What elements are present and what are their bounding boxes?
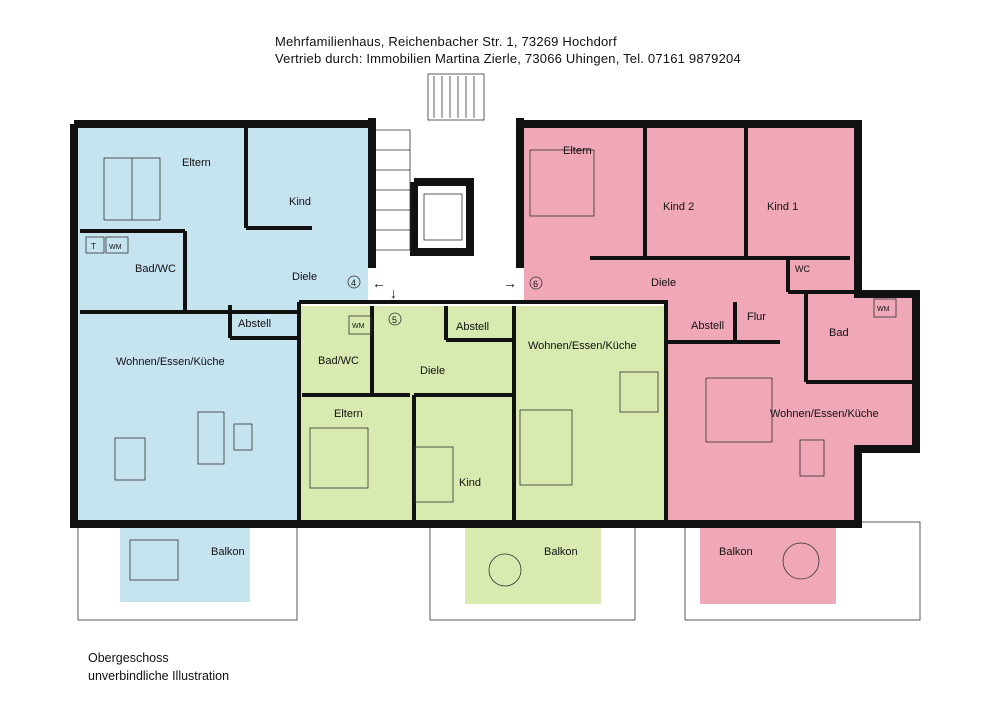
header-address: Mehrfamilienhaus, Reichenbacher Str. 1, … xyxy=(275,34,617,49)
room-label: Wohnen/Essen/Küche xyxy=(116,356,225,368)
room-label: Kind 2 xyxy=(663,201,694,213)
unit-5-area xyxy=(300,306,664,520)
interior-walls-6 xyxy=(590,128,912,384)
room-label: Kind 1 xyxy=(767,201,798,213)
staircase xyxy=(376,129,411,251)
room-label: Bad xyxy=(829,327,849,339)
room-label: Flur xyxy=(747,311,766,323)
interior-walls-4 xyxy=(80,128,668,520)
room-label: Balkon xyxy=(719,546,753,558)
room-label: Wohnen/Essen/Küche xyxy=(770,408,879,420)
room-label: Eltern xyxy=(334,408,363,420)
balcony-6 xyxy=(700,526,836,604)
elevator xyxy=(423,193,463,241)
unit-number-badge xyxy=(529,276,543,290)
room-label: Wohnen/Essen/Küche xyxy=(528,340,637,352)
room-label: Bad/WC xyxy=(318,355,359,367)
room-label: Diele xyxy=(420,365,445,377)
room-label: Balkon xyxy=(544,546,578,558)
unit-number: 4 xyxy=(351,278,356,288)
unit-number-badge xyxy=(388,312,402,326)
wall xyxy=(70,120,920,528)
room-label: Bad/WC xyxy=(135,263,176,275)
room-label: WC xyxy=(795,264,810,274)
balcony-4 xyxy=(120,526,250,602)
disclaimer: unverbindliche Illustration xyxy=(88,669,230,683)
unit-6-area xyxy=(524,128,912,520)
arrow-left-icon: ← xyxy=(372,275,386,291)
furniture xyxy=(85,149,897,587)
room-label: Eltern xyxy=(563,145,592,157)
arrow-right-icon: → xyxy=(503,275,517,291)
room-label: Diele xyxy=(292,271,317,283)
room-label: Abstell xyxy=(238,318,271,330)
dryer-label: T xyxy=(91,242,96,251)
elevator-shaft xyxy=(410,178,474,256)
washer-label: WM xyxy=(877,306,890,313)
room-label: Kind xyxy=(289,196,311,208)
room-label: Balkon xyxy=(211,546,245,558)
washer-label: WM xyxy=(352,323,365,330)
arrow-down-icon: ↓ xyxy=(390,285,397,301)
room-label: Abstell xyxy=(691,320,724,332)
balcony-5 xyxy=(465,526,601,604)
stair-balcony xyxy=(427,73,485,121)
floor-label: Obergeschoss xyxy=(88,651,169,665)
unit-number: 6 xyxy=(533,279,538,289)
stair-railing xyxy=(433,76,475,118)
room-label: Kind xyxy=(459,477,481,489)
room-label: Abstell xyxy=(456,321,489,333)
unit-number: 5 xyxy=(392,315,397,325)
header-agency: Vertrieb durch: Immobilien Martina Zierl… xyxy=(275,51,741,66)
room-label: Eltern xyxy=(182,157,211,169)
unit-number-badge xyxy=(347,275,361,289)
room-label: Diele xyxy=(651,277,676,289)
interior-walls-5 xyxy=(302,302,668,520)
washer-label: WM xyxy=(109,244,122,251)
